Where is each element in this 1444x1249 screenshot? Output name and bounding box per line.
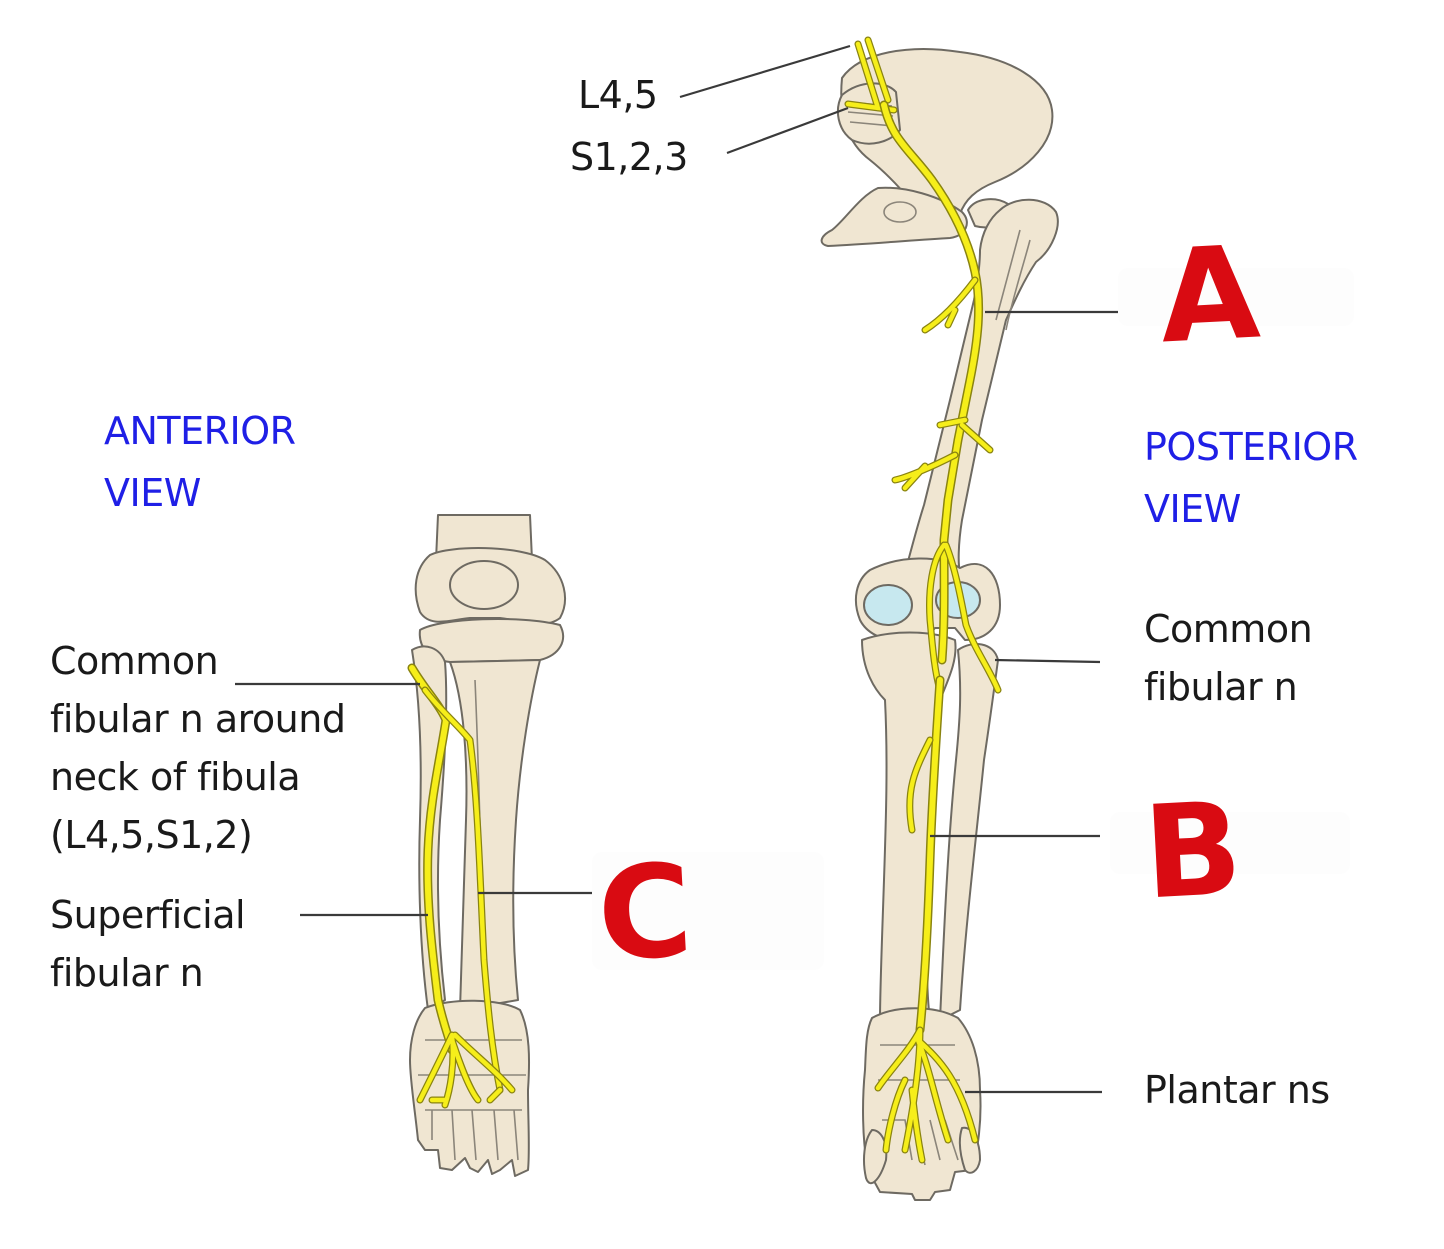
answer-a-mask <box>1118 268 1354 326</box>
label-s123: S1,2,3 <box>570 135 688 179</box>
tibia-bone-anterior <box>449 659 541 1011</box>
neck-line-4: (L4,5,S1,2) <box>50 813 253 857</box>
anterior-line-1: ANTERIOR <box>104 409 296 453</box>
superficial-line-2: fibular n <box>50 951 204 995</box>
posterior-line-2: VIEW <box>1144 487 1241 531</box>
answer-c: C <box>594 836 696 991</box>
answer-b: B <box>1140 774 1246 929</box>
patella <box>449 560 519 610</box>
label-anterior-view: ANTERIOR VIEW <box>104 400 296 524</box>
neck-line-1: Common <box>50 639 219 683</box>
posterior-fibular-line-1: Common <box>1144 607 1313 651</box>
anterior-line-2: VIEW <box>104 471 201 515</box>
label-common-fibular-posterior: Common fibular n <box>1144 600 1313 716</box>
label-posterior-view: POSTERIOR VIEW <box>1144 416 1358 540</box>
answer-b-mask <box>1110 812 1350 874</box>
neck-line-2: fibular n around <box>50 697 346 741</box>
posterior-fibular-line-2: fibular n <box>1144 665 1298 709</box>
leader-s123 <box>726 106 849 155</box>
fibular-nerves-anterior <box>407 663 516 1109</box>
neck-line-3: neck of fibula <box>50 755 301 799</box>
answer-c-mask <box>592 852 824 970</box>
label-superficial-fibular: Superficial fibular n <box>50 886 246 1002</box>
leader-lines <box>235 44 1128 1094</box>
label-l45: L4,5 <box>578 73 658 117</box>
leader-common-fibular-posterior <box>994 658 1101 664</box>
leader-l45 <box>679 44 851 99</box>
lateral-meniscus <box>863 584 913 626</box>
superficial-line-1: Superficial <box>50 893 246 937</box>
label-plantar-nerves: Plantar ns <box>1144 1068 1330 1112</box>
fibula-bone-posterior <box>939 643 999 1021</box>
femur-bone <box>904 198 1059 573</box>
posterior-line-1: POSTERIOR <box>1144 425 1358 469</box>
sciatic-nerve <box>844 36 1002 1164</box>
answer-a: A <box>1156 218 1263 373</box>
label-common-fibular-neck: Common fibular n around neck of fibula (… <box>50 632 346 864</box>
